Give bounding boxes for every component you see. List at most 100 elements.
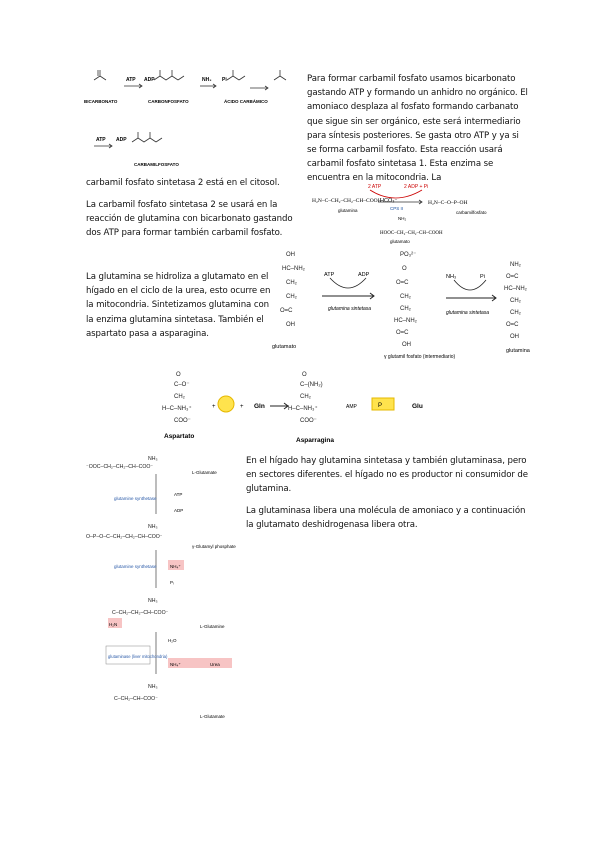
gs-atp-label: ATP (324, 272, 335, 278)
glutamate2-label: L-Glutamate (200, 714, 225, 719)
svg-text:C–(NH₂): C–(NH₂) (300, 382, 323, 388)
carbamilfosfato2-label: carbamilfosfato (456, 210, 487, 215)
svg-text:H₂N–C–O–P–OH: H₂N–C–O–P–OH (428, 200, 468, 206)
svg-text:CH₂: CH₂ (400, 306, 412, 312)
svg-text:HC–NH₂: HC–NH₂ (394, 318, 418, 324)
atp-label: ATP (126, 77, 136, 83)
atp2-label: ATP (96, 137, 106, 143)
hco3-label: HCO₃⁻ (380, 198, 397, 204)
gs-glutamato-label: glutamato (272, 344, 296, 350)
synthetase2-label: glutamine synthetase (114, 564, 157, 569)
gs-pi-label: Pi (480, 274, 485, 280)
svg-text:CH₂: CH₂ (286, 280, 298, 286)
paragraph-glutamine-hydrolysis: La glutamina se hidroliza a glutamato en… (86, 272, 271, 339)
svg-text:CH₂: CH₂ (400, 294, 412, 300)
atp-label-5: ATP (174, 492, 182, 497)
svg-text:CH₂: CH₂ (174, 394, 186, 400)
cps-atp-label: 2 ATP (368, 184, 382, 190)
svg-text:NH₃: NH₃ (148, 598, 158, 604)
svg-text:NH₃: NH₃ (148, 524, 158, 530)
p-label: P (378, 403, 382, 409)
cps2-label: CPS II (390, 206, 403, 211)
paragraph-cps2-reaction: La carbamil fosfato sintetasa 2 se usará… (86, 200, 293, 239)
phosphate-label: γ-Glutamyl phosphate (192, 544, 236, 549)
svg-text:PO₃²⁻: PO₃²⁻ (400, 252, 416, 258)
svg-text:COO⁻: COO⁻ (300, 418, 317, 424)
svg-text:NH₃: NH₃ (148, 456, 158, 462)
svg-text:OH: OH (286, 322, 295, 328)
svg-text:CH₂: CH₂ (510, 310, 522, 316)
carbamilfosfato-label: CARBAMILFOSFATO (134, 162, 179, 167)
svg-text:H–C–NH₃⁺: H–C–NH₃⁺ (288, 405, 318, 412)
paragraph-carbamil-synthesis: Para formar carbamil fosfato usamos bica… (307, 74, 528, 184)
svg-text:C–CH₂–CH₂–CH–COO⁻: C–CH₂–CH₂–CH–COO⁻ (112, 610, 169, 616)
svg-text:OH: OH (286, 252, 295, 258)
svg-text:HC–NH₂: HC–NH₂ (504, 286, 528, 292)
carbonfosfato-label: CARBONFOSFATO (148, 99, 189, 104)
amp-label: AMP (346, 404, 358, 410)
adp-label-5: ADP (174, 508, 183, 513)
synthetase1-label: glutamine synthetase (114, 496, 157, 501)
aspartato-label: Aspartato (164, 433, 194, 440)
glutaminase-label: glutaminase (liver mitochondria) (108, 654, 168, 659)
svg-text:O: O (402, 266, 407, 272)
svg-text:H₂N: H₂N (109, 622, 117, 627)
adp2-label: ADP (116, 137, 127, 143)
urea-label: Urea (210, 662, 220, 667)
svg-text:O: O (302, 372, 307, 378)
figure-cps2-reaction: 2 ATP 2 ADP + Pi CPS II H₂N–C–CH₂–CH₂–CH… (312, 184, 487, 244)
bicarbonato-label: BICARBONATO (84, 99, 118, 104)
svg-text:O=C: O=C (396, 280, 409, 286)
figure-glutamine-cycle: NH₃ ⁻OOC–CH₂–CH₂–CH–COO⁻ NH₃ O–P–O–C–CH₂–C… (86, 456, 236, 719)
svg-text:O: O (176, 372, 181, 378)
acido-carbamico-label: ÁCIDO CARBÁMICO (224, 98, 268, 104)
svg-text:O=C: O=C (280, 308, 293, 314)
svg-text:O=C: O=C (506, 322, 519, 328)
glutamato-label: glutamato (390, 239, 410, 244)
svg-text:⁻OOC–CH₂–CH₂–CH–COO⁻: ⁻OOC–CH₂–CH₂–CH–COO⁻ (86, 464, 153, 470)
pi-label-5: Pᵢ (170, 580, 174, 585)
nh2-label: NH₂ (398, 216, 406, 221)
svg-text:OH: OH (510, 334, 519, 340)
gs-adp-label: ADP (358, 272, 370, 278)
svg-text:H–C–NH₃⁺: H–C–NH₃⁺ (162, 405, 192, 412)
svg-text:O–P–O–C–CH₂–CH₂–CH–COO⁻: O–P–O–C–CH₂–CH₂–CH–COO⁻ (86, 534, 163, 540)
gs-nh3-label: NH₃ (446, 274, 456, 280)
svg-text:O=C: O=C (506, 274, 519, 280)
glutamate1-label: L-Glutamate (192, 470, 217, 475)
glu-label: Glu (412, 403, 423, 410)
glutamine-label: L-Glutamine (200, 624, 225, 629)
svg-text:H₂N–C–CH₂–CH₂–CH–COOH: H₂N–C–CH₂–CH₂–CH–COOH (312, 198, 382, 204)
svg-text:CH₂: CH₂ (510, 298, 522, 304)
svg-text:HOOC–CH₂–CH₂–CH–COOH: HOOC–CH₂–CH₂–CH–COOH (380, 231, 443, 236)
figure-glutamine-synthetase: OH HC–NH₂ CH₂ CH₂ O=C OH PO₃²⁻ O O=C CH₂ CH₂ HC–NH… (272, 252, 531, 360)
asparragina-label: Asparragina (296, 437, 334, 444)
gs-glutamina-label: glutamina (506, 348, 531, 354)
cps-adp-label: 2 ADP + Pi (404, 184, 428, 190)
svg-text:OH: OH (402, 342, 411, 348)
gln-label: Gln (254, 403, 265, 410)
svg-text:NH₂: NH₂ (510, 262, 522, 268)
paragraph-liver-enzymes: En el hígado hay glutamina sintetasa y t… (246, 456, 528, 495)
paragraph-cps2-location: carbamil fosfato sintetasa 2 está en el … (86, 178, 280, 188)
svg-text:C–O⁻: C–O⁻ (174, 382, 190, 388)
nh3-label: NH₃ (202, 77, 212, 83)
nh4-label: NH₄⁺ (170, 564, 181, 569)
nh4b-label: NH₄⁺ (170, 662, 181, 667)
svg-text:HC–NH₂: HC–NH₂ (282, 266, 306, 272)
figure-carbamil-fosfato-formation: ATP ADP NH₃ Pi BICARBONATO CARBONFOSFATO… (84, 70, 287, 167)
svg-text:CH₂: CH₂ (286, 294, 298, 300)
glutamina-label: glutamina (338, 208, 358, 213)
gs-intermediate-label: γ glutamil fosfato (intermediario) (384, 354, 455, 360)
h2o-label: H₂O (168, 638, 177, 643)
paragraph-glutaminase: La glutaminasa libera una molécula de am… (246, 506, 526, 531)
svg-text:+: + (240, 404, 244, 410)
svg-text:COO⁻: COO⁻ (174, 418, 191, 424)
gs-enzyme1-label: glutamina sintetasa (328, 306, 371, 312)
gs-enzyme2-label: glutamina sintetasa (446, 310, 489, 316)
svg-text:+: + (212, 404, 216, 410)
pi-label: Pi (222, 77, 227, 83)
svg-text:NH₃: NH₃ (148, 684, 158, 690)
adp-label: ADP (144, 77, 155, 83)
